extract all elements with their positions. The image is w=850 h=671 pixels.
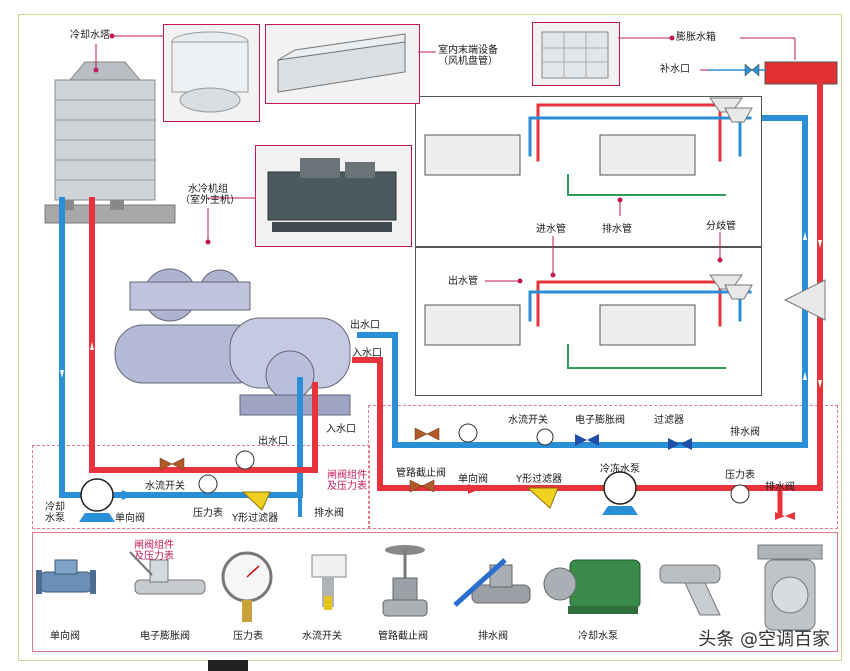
y-filter-left-icon xyxy=(241,491,271,511)
label-y-filter-left: Y形过滤器 xyxy=(232,513,279,524)
branch-pipe-icons xyxy=(709,97,826,321)
label-indoor-unit-line1: 室内末端设备 xyxy=(438,45,498,56)
pressure-gauge-icon xyxy=(221,551,273,622)
label-shutoff-valve: 管路截止阀 xyxy=(396,468,446,479)
label-valve-group-bottom: 闸阀组件 及压力表 xyxy=(126,540,182,562)
lower-drain-green xyxy=(567,344,726,369)
label-cooling-pump-line2: 水泵 xyxy=(45,513,65,524)
label-cooling-pump: 冷却 水泵 xyxy=(45,502,65,524)
flow-switch-icon xyxy=(311,554,347,610)
upper-drain-green xyxy=(567,174,726,196)
upper-supply-red xyxy=(536,103,732,162)
label-outlet-port-upper: 出水口 xyxy=(350,320,380,331)
valve-icons xyxy=(159,63,760,493)
basket-strainer-icon xyxy=(757,544,823,631)
label-chilled-pump: 冷冻水泵 xyxy=(600,464,640,475)
watermark: 头条 @空调百家 xyxy=(698,629,830,650)
cooling-return-pipe xyxy=(59,197,83,498)
legend-label-shutoff-valve: 管路截止阀 xyxy=(378,631,428,642)
indoor-floor-upper xyxy=(415,96,762,248)
legend-label-cooling-pump: 冷却水泵 xyxy=(578,631,618,642)
y-strainer-icon xyxy=(659,564,721,616)
label-y-filter-center: Y形过滤器 xyxy=(516,474,563,485)
label-branch-pipe: 分歧管 xyxy=(706,221,736,232)
bottom-tab xyxy=(208,660,248,671)
upper-return-blue xyxy=(528,116,752,157)
label-check-valve-left: 单向阀 xyxy=(115,513,145,524)
diagram-frame xyxy=(18,14,842,661)
legend-box xyxy=(32,532,838,652)
electronic-expansion-valve-icon xyxy=(129,551,206,595)
cooling-hot-pipe xyxy=(89,197,318,473)
lower-supply-red xyxy=(536,280,732,327)
valve-group-box-center xyxy=(368,405,838,529)
label-inlet-pipe: 进水管 xyxy=(536,224,566,235)
label-drain-valve-left: 排水阀 xyxy=(314,508,344,519)
label-expansion-tank: 膨胀水箱 xyxy=(676,32,716,43)
filter-icon xyxy=(668,438,680,450)
legend-label-flow-switch: 水流开关 xyxy=(302,631,342,642)
label-valve-group-bottom-line2: 及压力表 xyxy=(134,551,174,562)
label-indoor-unit: 室内末端设备 （风机盘管） xyxy=(428,45,508,67)
label-chiller-line1: 水冷机组 xyxy=(188,184,228,195)
indoor-floor-lower xyxy=(415,246,762,396)
check-valve-icon xyxy=(36,559,96,594)
chiller-main-icon xyxy=(114,268,351,416)
lower-return-blue xyxy=(528,290,752,322)
label-makeup-water: 补水口 xyxy=(660,64,690,75)
label-valve-group-bottom-line1: 闸阀组件 xyxy=(134,540,174,551)
check-valve-center-icon xyxy=(468,484,480,494)
chiller-photo-icon xyxy=(267,158,397,232)
cooling-pump-icon xyxy=(543,559,641,614)
eev-icon xyxy=(575,434,587,446)
label-eev-right: 电子膨胀阀 xyxy=(575,415,625,426)
fan-coil-photo-icon xyxy=(277,33,406,93)
legend-label-drain-valve: 排水阀 xyxy=(478,631,508,642)
label-valve-group-center: 闸阀组件 及压力表 xyxy=(322,470,372,492)
label-indoor-unit-line2: （风机盘管） xyxy=(438,56,498,67)
legend-label-eev: 电子膨胀阀 xyxy=(140,631,190,642)
label-valve-group-center-line1: 闸阀组件 xyxy=(327,470,367,481)
label-check-valve-center: 单向阀 xyxy=(458,474,488,485)
expansion-tank-icon xyxy=(764,61,838,85)
valve-group-box-left xyxy=(32,445,370,529)
shutoff-valve-icon xyxy=(382,545,428,617)
label-drain-valve-right-top: 排水阀 xyxy=(730,427,760,438)
label-drain-pipe: 排水管 xyxy=(602,224,632,235)
legend-label-pressure-gauge: 压力表 xyxy=(233,631,263,642)
label-cooling-tower: 冷却水塔 xyxy=(70,30,110,41)
chilled-pump-icon xyxy=(602,471,638,515)
label-chiller-line2: （室外主机） xyxy=(180,195,240,206)
expansion-tank-photo-icon xyxy=(541,31,609,79)
pressure-gauge-icons xyxy=(198,423,750,504)
legend-label-check-valve: 单向阀 xyxy=(50,631,80,642)
label-pressure-gauge-left: 压力表 xyxy=(193,508,223,519)
label-flow-switch-left: 水流开关 xyxy=(145,481,185,492)
cooling-tower-icon xyxy=(44,61,176,224)
cooling-tower-photo-icon xyxy=(171,31,249,113)
label-flow-switch-right: 水流开关 xyxy=(508,415,548,426)
chilled-outlet-pipe xyxy=(357,115,808,448)
label-outlet-pipe: 出水管 xyxy=(448,276,478,287)
cooling-pump-icon xyxy=(79,478,115,522)
label-inlet-port-upper: 入水口 xyxy=(352,348,382,359)
y-filter-center-icon xyxy=(526,487,559,509)
drain-valve-icon xyxy=(453,558,531,607)
label-pressure-gauge-right: 压力表 xyxy=(725,470,755,481)
label-inlet-port-lower: 入水口 xyxy=(326,424,356,435)
label-outlet-port-lower: 出水口 xyxy=(258,436,288,447)
label-chiller: 水冷机组 （室外主机） xyxy=(180,184,240,206)
label-drain-valve-right-bottom: 排水阀 xyxy=(765,482,795,493)
label-cooling-pump-line1: 冷却 xyxy=(45,502,65,513)
fan-coil-units xyxy=(424,134,696,346)
check-valve-left-icon xyxy=(122,490,134,500)
chilled-return-pipe xyxy=(352,81,823,491)
label-filter-right: 过滤器 xyxy=(654,415,684,426)
label-valve-group-center-line2: 及压力表 xyxy=(327,481,367,492)
